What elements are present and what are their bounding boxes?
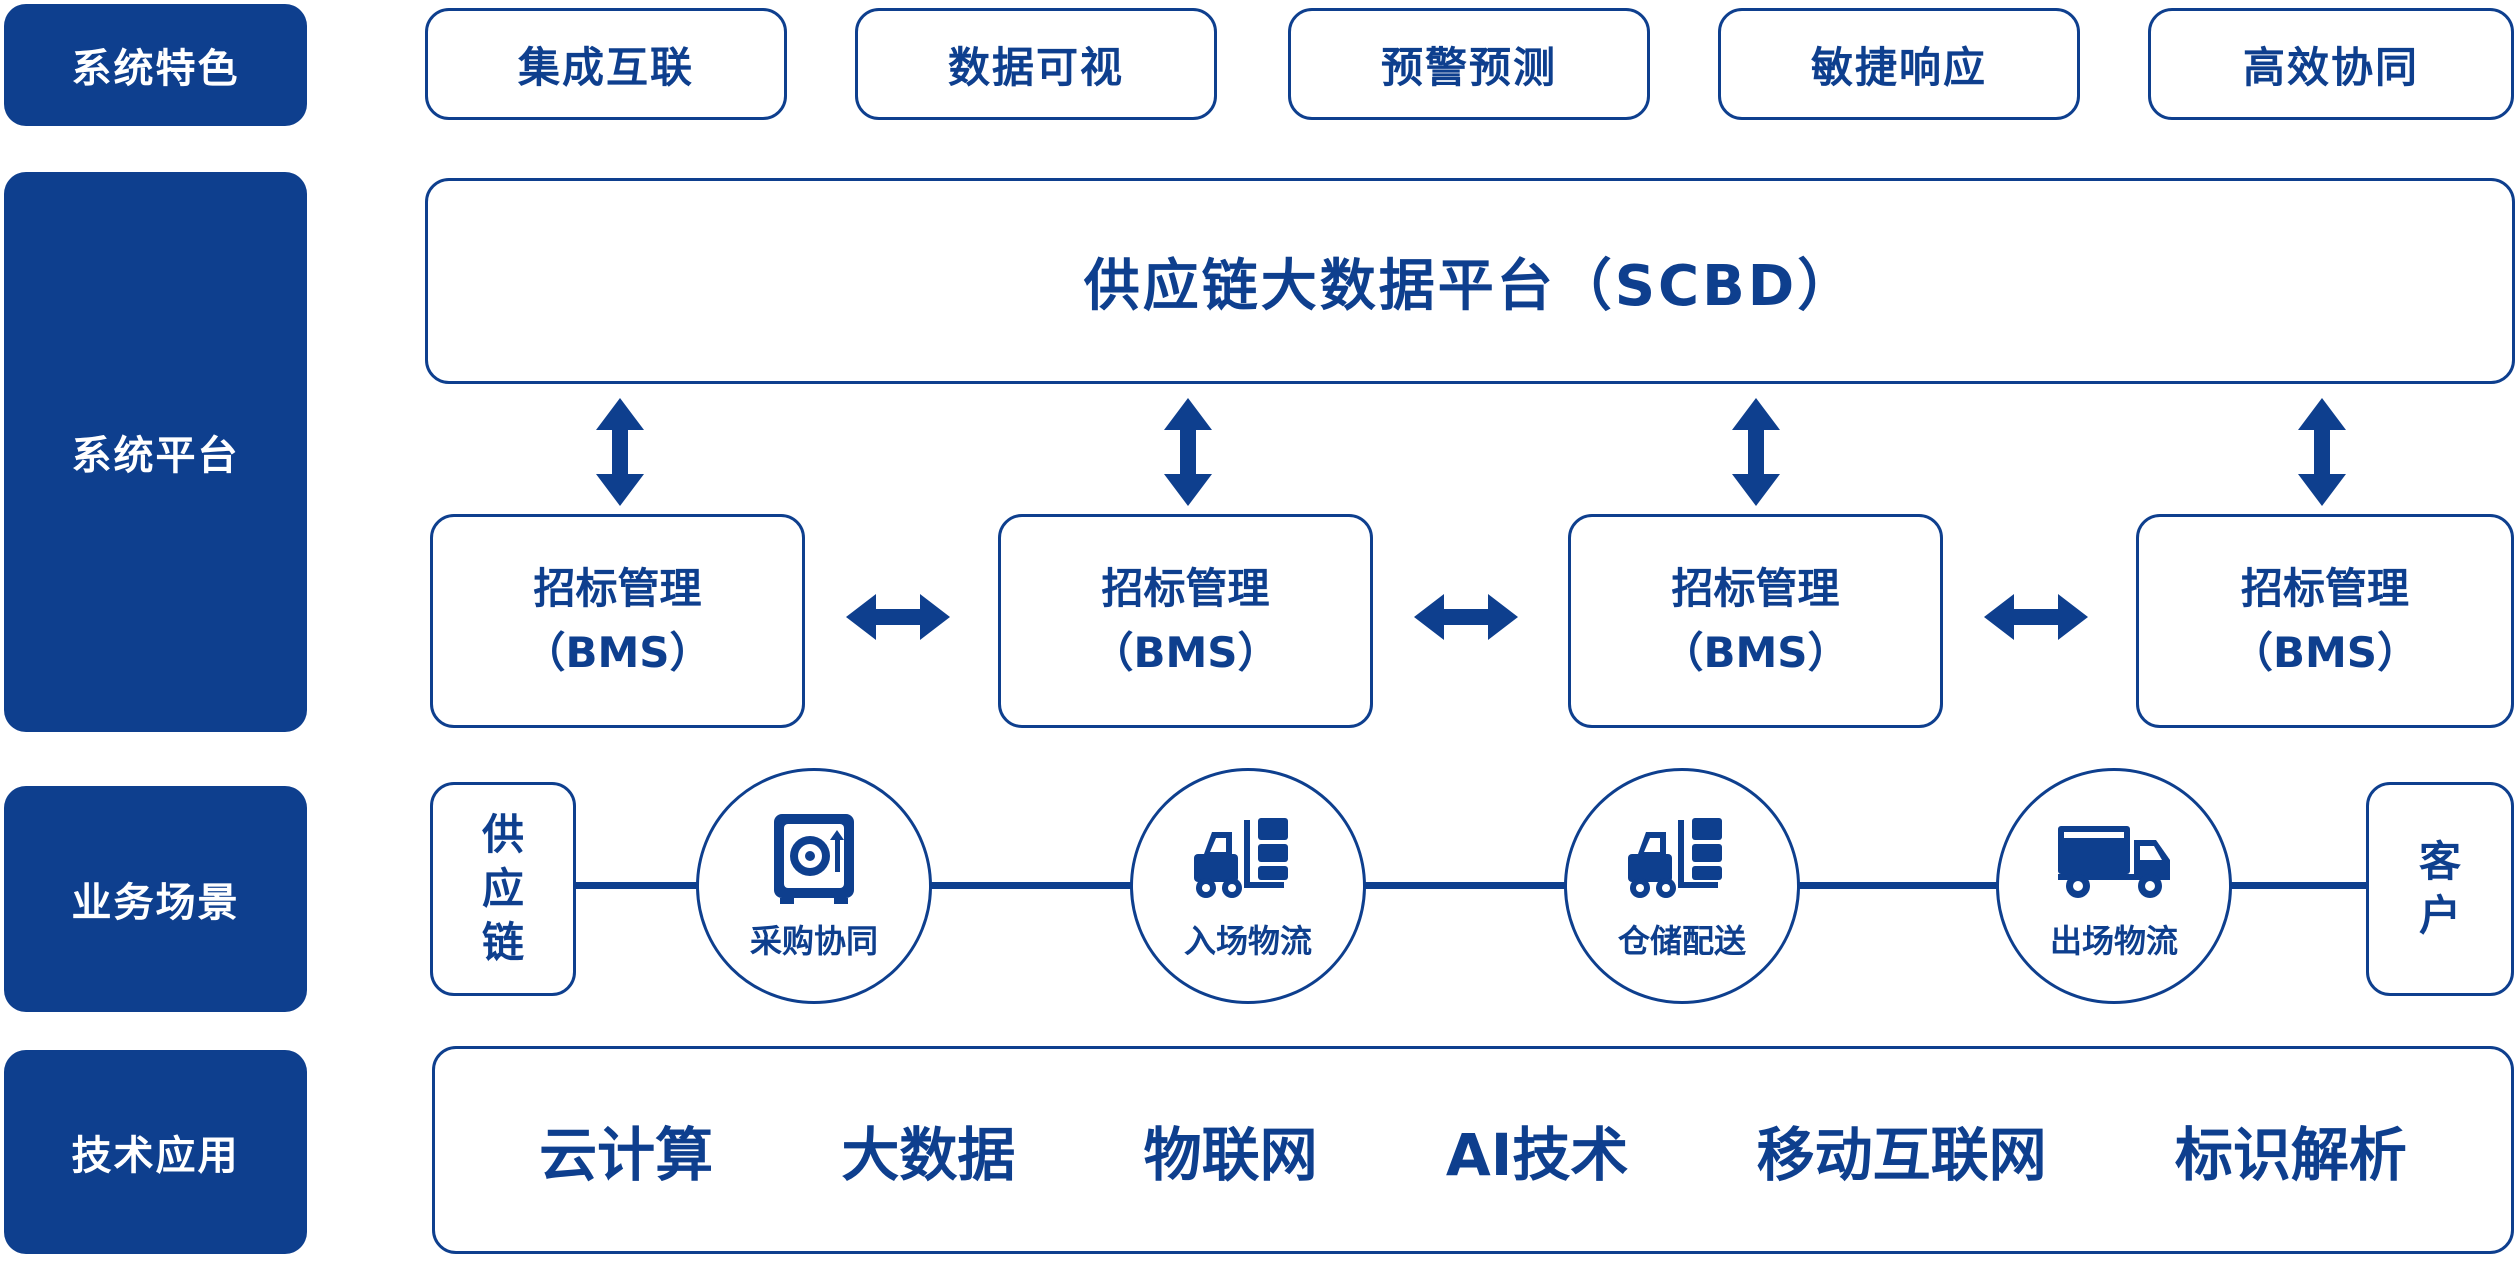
bms-module-name: 招标管理 bbox=[533, 564, 702, 613]
scenario-inbound-logistics: 入场物流 bbox=[1130, 768, 1366, 1004]
scenario-outbound-logistics: 出场物流 bbox=[1996, 768, 2232, 1004]
scenario-connector-line bbox=[575, 882, 2370, 889]
scenario-label: 入场物流 bbox=[1183, 922, 1312, 960]
platform-section-label: 系统平台 bbox=[4, 172, 307, 732]
bms-module-code: （BMS） bbox=[1091, 628, 1280, 677]
vertical-double-arrow bbox=[596, 398, 644, 506]
scenarios-section-label: 业务场景 bbox=[4, 786, 307, 1012]
customer-char: 客 bbox=[2418, 837, 2461, 886]
scenario-label: 出场物流 bbox=[2049, 922, 2178, 960]
scenario-label: 采购协同 bbox=[749, 922, 878, 960]
bms-module-name: 招标管理 bbox=[1671, 564, 1840, 613]
bms-module-code: （BMS） bbox=[2230, 628, 2420, 677]
feature-early-warning: 预警预测 bbox=[1288, 8, 1650, 120]
bms-module-name: 招标管理 bbox=[1101, 564, 1270, 613]
customer-char: 户 bbox=[2418, 891, 2461, 940]
scenario-procurement: 采购协同 bbox=[696, 768, 932, 1004]
tech-iot: 物联网 bbox=[1143, 1121, 1318, 1189]
tech-box: 云计算 大数据 物联网 AI技术 移动互联网 标识解析 bbox=[432, 1046, 2514, 1254]
forklift-icon bbox=[1628, 818, 1722, 898]
horizontal-double-arrow bbox=[1414, 594, 1518, 640]
features-section-label: 系统特色 bbox=[4, 4, 307, 126]
bms-module-4: 招标管理 （BMS） bbox=[2136, 514, 2514, 728]
vertical-double-arrow bbox=[1164, 398, 1212, 506]
feature-integration: 集成互联 bbox=[425, 8, 787, 120]
horizontal-double-arrow bbox=[846, 594, 950, 640]
safe-icon bbox=[774, 814, 854, 904]
feature-collaboration: 高效协同 bbox=[2148, 8, 2514, 120]
vertical-double-arrow bbox=[1732, 398, 1780, 506]
bms-module-code: （BMS） bbox=[523, 628, 712, 677]
bms-module-code: （BMS） bbox=[1661, 628, 1850, 677]
customer-box: 客 户 bbox=[2366, 782, 2514, 996]
feature-data-visualization: 数据可视 bbox=[855, 8, 1217, 120]
platform-title-box: 供应链大数据平台（SCBD） bbox=[425, 178, 2515, 384]
bms-module-3: 招标管理 （BMS） bbox=[1568, 514, 1943, 728]
supply-chain-char: 链 bbox=[481, 918, 524, 967]
supply-chain-char: 供 bbox=[481, 810, 524, 859]
feature-agile-response: 敏捷响应 bbox=[1718, 8, 2080, 120]
supply-chain-box: 供 应 链 bbox=[430, 782, 576, 996]
truck-icon bbox=[2058, 826, 2170, 898]
scenario-label: 仓储配送 bbox=[1617, 922, 1746, 960]
bms-module-1: 招标管理 （BMS） bbox=[430, 514, 805, 728]
horizontal-double-arrow bbox=[1984, 594, 2088, 640]
bms-module-2: 招标管理 （BMS） bbox=[998, 514, 1373, 728]
scenario-warehousing: 仓储配送 bbox=[1564, 768, 1800, 1004]
tech-cloud-computing: 云计算 bbox=[539, 1121, 714, 1189]
tech-big-data: 大数据 bbox=[841, 1121, 1016, 1189]
vertical-double-arrow bbox=[2298, 398, 2346, 506]
tech-identifier-resolution: 标识解析 bbox=[2174, 1121, 2407, 1189]
forklift-icon bbox=[1194, 818, 1288, 898]
bms-module-name: 招标管理 bbox=[2240, 564, 2409, 613]
tech-mobile-internet: 移动互联网 bbox=[1756, 1121, 2047, 1189]
supply-chain-char: 应 bbox=[481, 864, 524, 913]
tech-ai: AI技术 bbox=[1445, 1121, 1629, 1189]
tech-section-label: 技术应用 bbox=[4, 1050, 307, 1254]
